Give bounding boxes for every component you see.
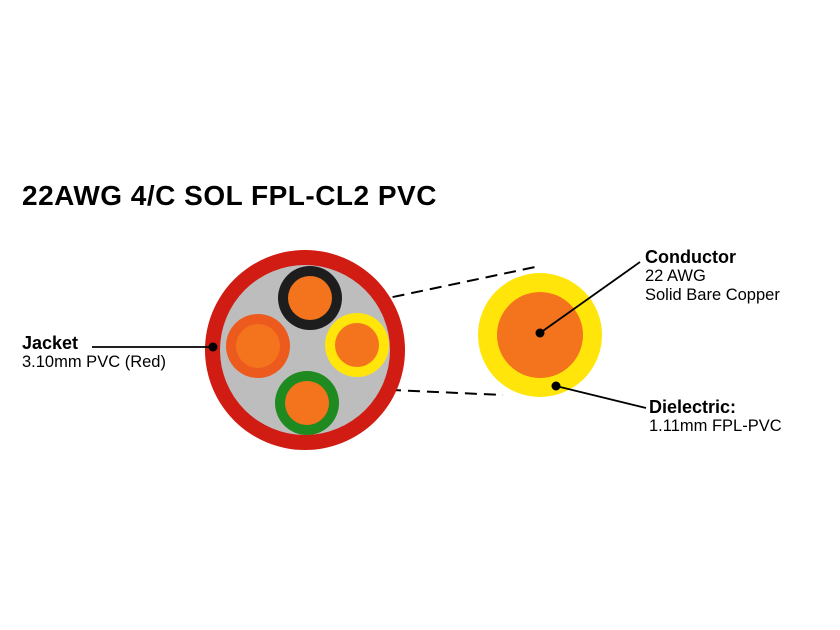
jacket-callout: Jacket 3.10mm PVC (Red): [22, 334, 166, 372]
conductor-yellow-copper: [335, 323, 379, 367]
jacket-callout-detail: 3.10mm PVC (Red): [22, 353, 166, 371]
filler-core: [220, 265, 390, 435]
conductor-orange-copper: [236, 324, 280, 368]
page-title: 22AWG 4/C SOL FPL-CL2 PVC: [22, 180, 437, 211]
conductor-callout-detail-2: Solid Bare Copper: [645, 286, 780, 304]
dielectric-callout: Dielectric: 1.11mm FPL-PVC: [649, 398, 782, 436]
conductor-pointer-line: [539, 261, 641, 334]
conductor-black-copper: [288, 276, 332, 320]
callout-pointers: [92, 261, 647, 409]
jacket-pointer-dot: [208, 342, 218, 352]
dielectric-pointer-line: [555, 385, 647, 409]
cable-cross-section: [205, 250, 405, 450]
conductor-callout-heading: Conductor: [645, 247, 736, 267]
jacket-callout-heading: Jacket: [22, 333, 79, 353]
conductor-green-copper: [285, 381, 329, 425]
conductor-callout-detail-1: 22 AWG: [645, 267, 706, 285]
dielectric-pointer-dot: [551, 381, 561, 391]
conductor-pointer-dot: [535, 328, 545, 338]
dielectric-callout-detail: 1.11mm FPL-PVC: [649, 417, 782, 435]
conductor-callout: Conductor 22 AWG Solid Bare Copper: [645, 248, 780, 305]
dielectric-callout-heading: Dielectric:: [649, 397, 737, 417]
zoom-guide-top: [373, 265, 541, 302]
